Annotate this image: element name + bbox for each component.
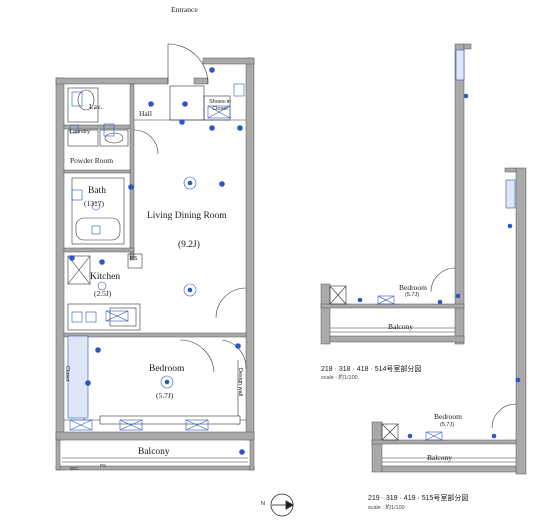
room-label-lav: Lav. [89, 102, 103, 111]
variant-b-balcony-label: Balcony [427, 453, 452, 462]
variant-a-walls [320, 43, 472, 345]
room-size-living-dining: (9.2J) [178, 240, 200, 250]
variant-a-bedroom-size: (5.7J) [405, 292, 420, 298]
variant-b-bedroom-size: (5.7J) [440, 422, 455, 428]
room-label-closet: Closet [64, 366, 70, 382]
main-walls [55, 57, 255, 471]
room-label-balcony: Balcony [138, 447, 170, 457]
room-label-living-dining: Living Dining Room [147, 211, 227, 221]
variant-b-details [381, 179, 517, 463]
room-label-entrance: Entrance [171, 5, 198, 14]
room-size-bath: (1317) [84, 199, 104, 208]
room-label-ps: PS [130, 256, 138, 262]
variant-a-details [329, 49, 465, 333]
room-size-kitchen: (2.5J) [94, 289, 112, 298]
variant-a-symbols [357, 93, 469, 305]
svg-text:WIC: WIC [70, 466, 79, 471]
electrical-symbols [67, 67, 245, 455]
north-arrow-icon [270, 493, 294, 517]
room-label-hall: Hall [139, 109, 152, 118]
variant-a-bedroom-label: Bedroom [399, 283, 427, 292]
svg-text:PS: PS [100, 463, 106, 468]
variant-b-caption: 219 · 319 · 419 · 515号室部分図 [368, 495, 469, 502]
variant-a-scale: scale : 約1/100 [321, 375, 358, 381]
room-label-powder-room: Powder Room [70, 156, 114, 165]
room-label-shoes-closet: Shoes-in Closet [209, 99, 231, 112]
design-wall-note: Design wall [237, 368, 243, 397]
variant-b-walls [371, 167, 527, 475]
variant-b-symbols [407, 223, 521, 441]
variant-b-scale: scale : 約1/100 [368, 505, 405, 511]
room-label-bedroom: Bedroom [149, 364, 185, 374]
room-label-laundry: Laundry [70, 129, 90, 135]
wall-notes: WIC PS [70, 463, 106, 471]
variant-b-bedroom-label: Bedroom [434, 412, 462, 421]
room-size-bedroom: (5.7J) [156, 391, 174, 400]
variant-a-caption: 218 · 318 · 418 · 514号室部分図 [321, 366, 422, 373]
room-label-kitchen: Kitchen [90, 272, 121, 282]
variant-a-balcony-label: Balcony [388, 322, 413, 331]
north-label: N [261, 501, 265, 507]
room-label-bath: Bath [88, 186, 106, 196]
